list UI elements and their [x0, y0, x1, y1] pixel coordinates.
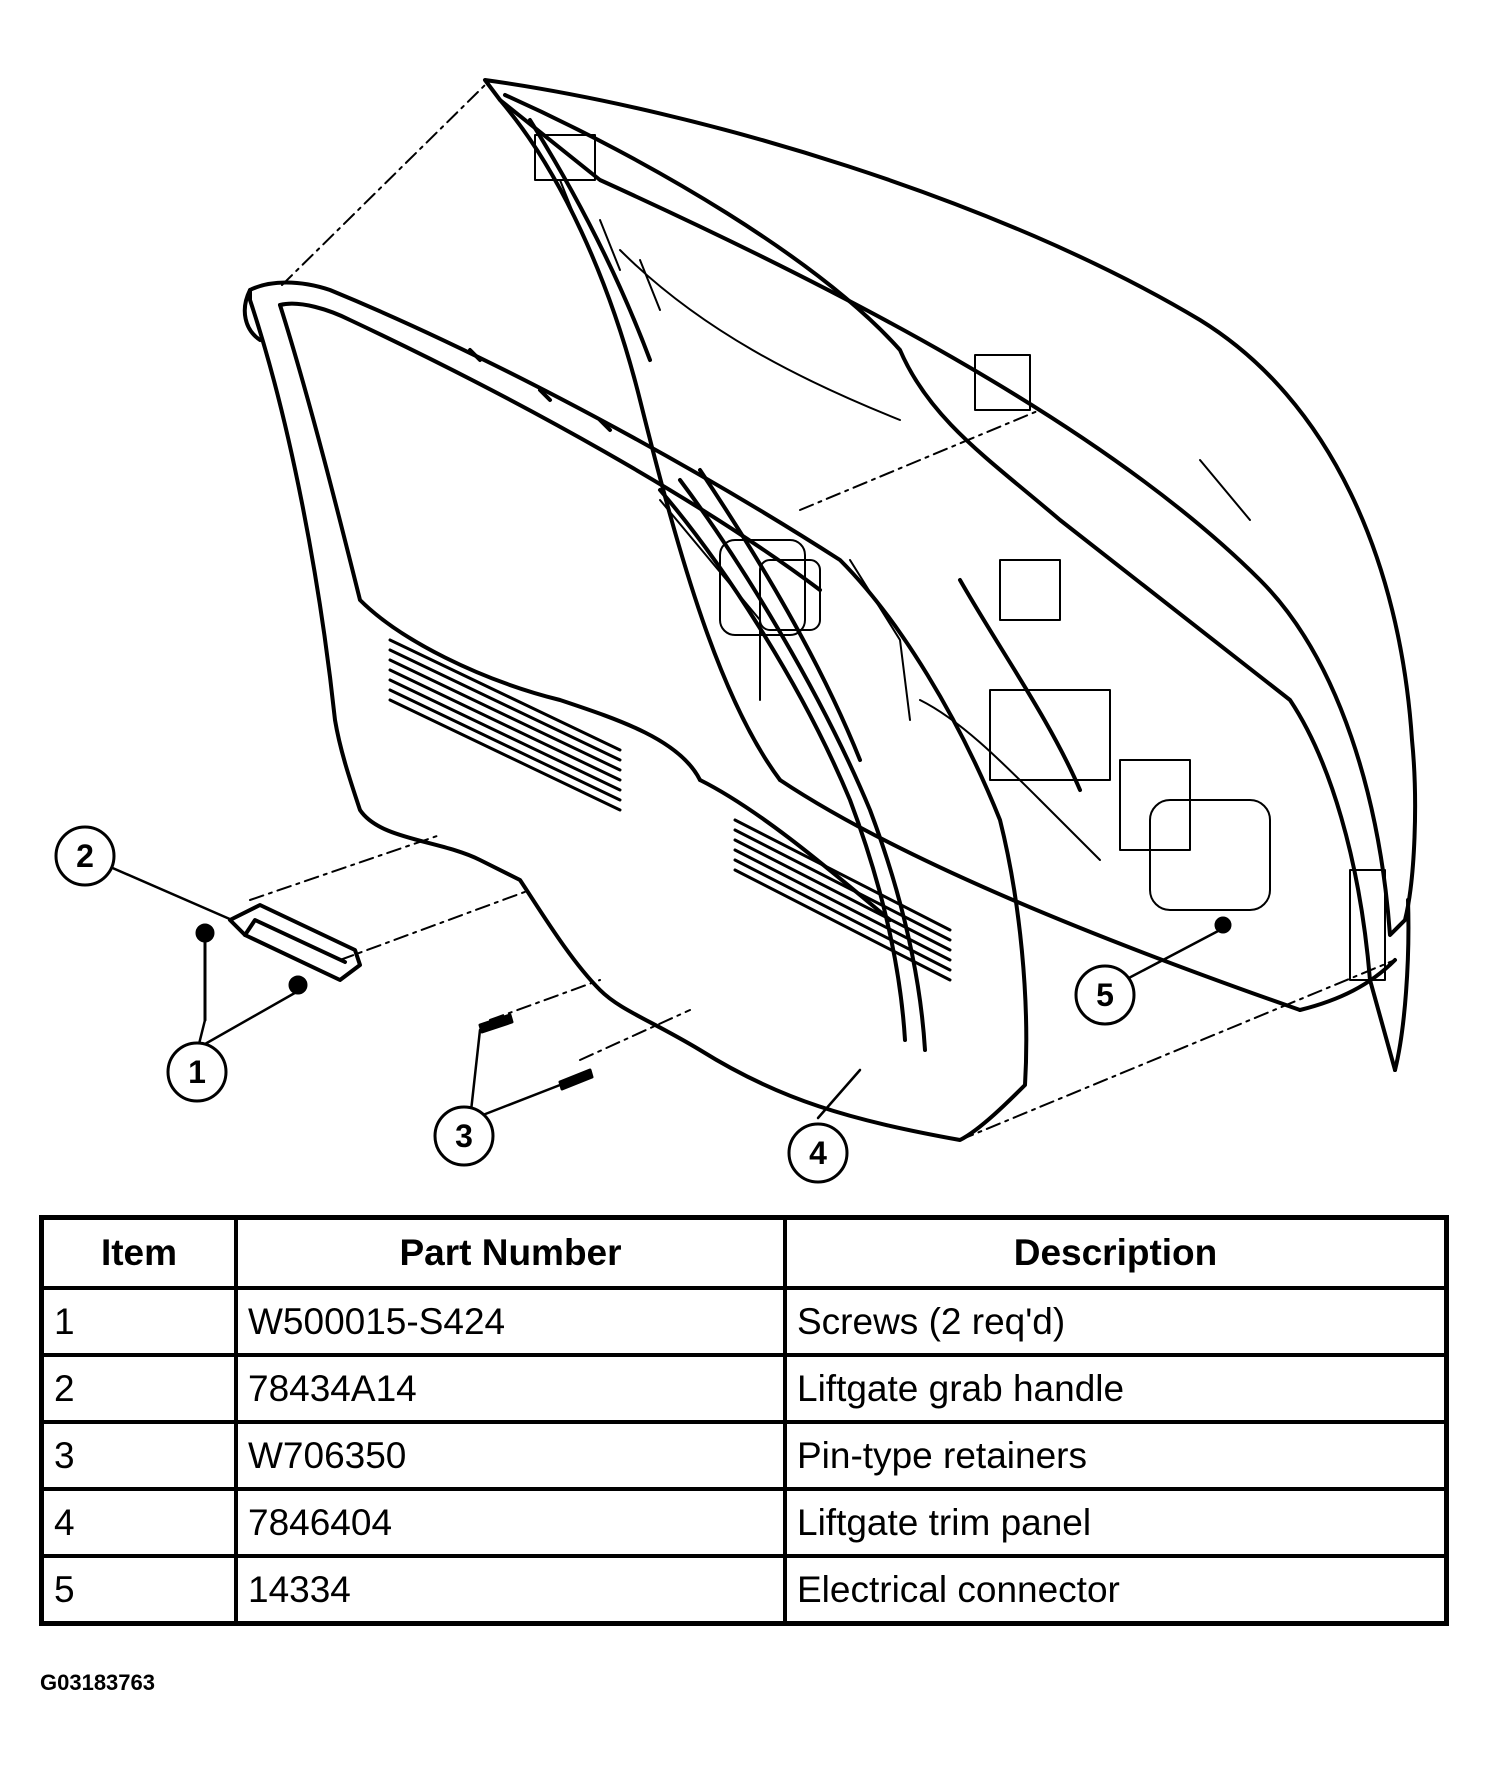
cell-item: 5 — [39, 1554, 238, 1626]
callout-leaders — [106, 864, 1222, 1122]
table-row: 3 W706350 Pin-type retainers — [39, 1420, 1449, 1491]
cell-part-number: 14334 — [234, 1554, 787, 1626]
table-row: 2 78434A14 Liftgate grab handle — [39, 1353, 1449, 1424]
callout-2: 2 — [54, 825, 116, 887]
callout-2-number: 2 — [76, 838, 94, 874]
grab-handle — [228, 903, 362, 982]
cell-item: 1 — [39, 1286, 238, 1357]
cell-part-number: 7846404 — [234, 1487, 787, 1558]
cell-description: Liftgate grab handle — [783, 1353, 1449, 1424]
header-description: Description — [783, 1215, 1449, 1290]
cell-description: Screws (2 req'd) — [783, 1286, 1449, 1357]
cell-description: Liftgate trim panel — [783, 1487, 1449, 1558]
figure-id: G03183763 — [40, 1670, 155, 1695]
table-header-row: Item Part Number Description — [39, 1215, 1449, 1290]
callout-5-number: 5 — [1096, 977, 1114, 1013]
liftgate-interior-details — [534, 134, 1386, 981]
cell-part-number: W500015-S424 — [234, 1286, 787, 1357]
pin-type-retainers — [478, 1013, 594, 1091]
cell-description: Electrical connector — [783, 1554, 1449, 1626]
cell-item: 2 — [39, 1353, 238, 1424]
cell-item: 4 — [39, 1487, 238, 1558]
header-part-number: Part Number — [234, 1215, 787, 1290]
callout-1-number: 1 — [188, 1054, 206, 1090]
cell-description: Pin-type retainers — [783, 1420, 1449, 1491]
table-row: 4 7846404 Liftgate trim panel — [39, 1487, 1449, 1558]
callout-3-number: 3 — [455, 1118, 473, 1154]
cell-part-number: W706350 — [234, 1420, 787, 1491]
liftgate-exploded-diagram: 1 2 3 4 5 — [54, 78, 1418, 1184]
leader-lines-dashed — [249, 84, 1396, 1141]
callout-3: 3 — [433, 1105, 495, 1167]
header-item: Item — [39, 1215, 238, 1290]
screws — [195, 923, 308, 1022]
callout-4: 4 — [787, 1122, 849, 1184]
parts-table: Item Part Number Description 1 W500015-S… — [39, 1215, 1449, 1626]
callout-1: 1 — [166, 1041, 228, 1103]
liftgate-body — [483, 78, 1418, 1072]
trim-panel-grilles — [388, 638, 952, 982]
callout-4-number: 4 — [809, 1135, 827, 1171]
callout-5: 5 — [1074, 964, 1136, 1026]
cell-item: 3 — [39, 1420, 238, 1491]
cell-part-number: 78434A14 — [234, 1353, 787, 1424]
electrical-connector — [1214, 916, 1232, 934]
table-row: 5 14334 Electrical connector — [39, 1554, 1449, 1626]
trim-panel — [242, 280, 1029, 1142]
table-row: 1 W500015-S424 Screws (2 req'd) — [39, 1286, 1449, 1357]
